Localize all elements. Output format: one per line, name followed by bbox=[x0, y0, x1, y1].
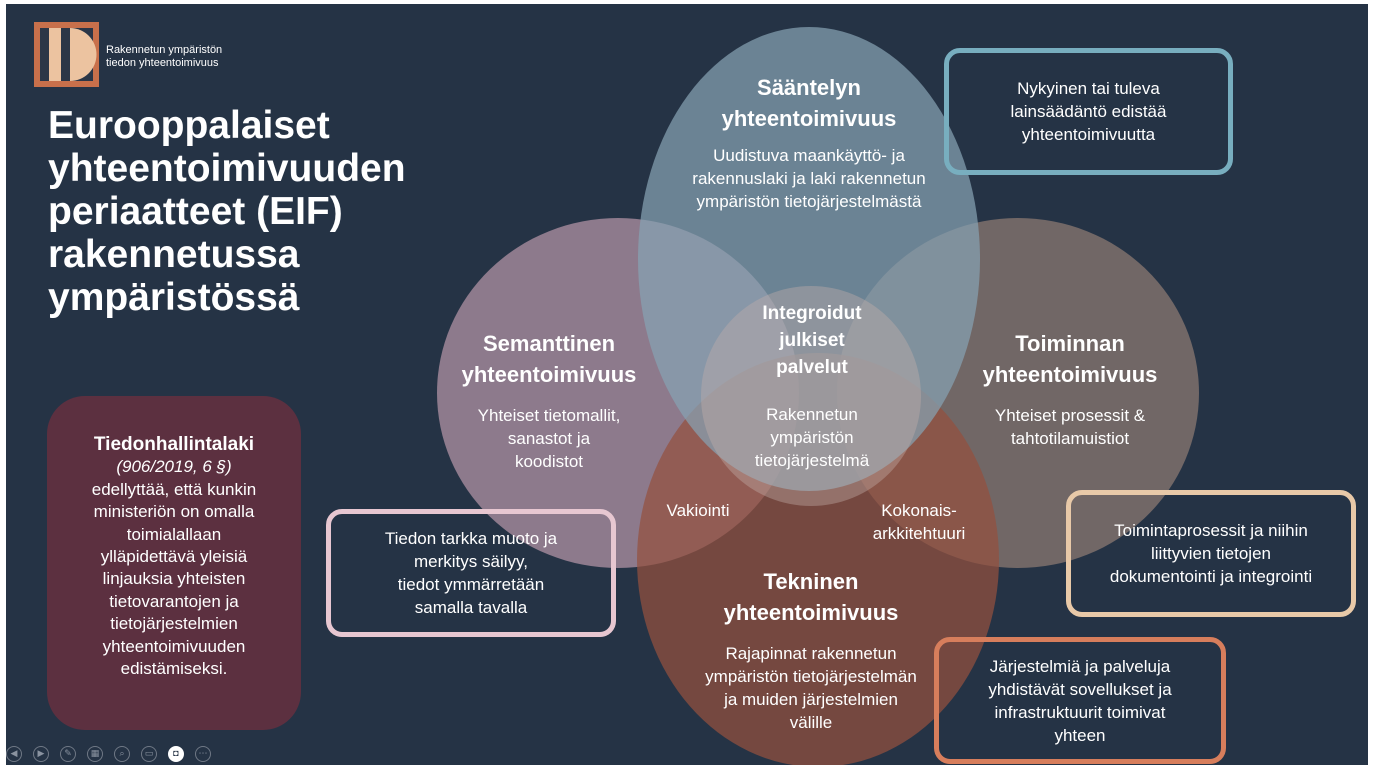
all-slides-icon[interactable]: ▦ bbox=[87, 746, 103, 762]
law-line: toimialallaan bbox=[126, 524, 222, 544]
logo-text: Rakennetun ympäristön tiedon yhteentoimi… bbox=[106, 44, 222, 70]
previous-slide-icon[interactable]: ◀ bbox=[6, 746, 22, 762]
logo-line-1: Rakennetun ympäristön bbox=[106, 44, 223, 56]
callout-line: samalla tavalla bbox=[414, 598, 528, 617]
organisational-callout: Toimintaprosessit ja niihin liittyvien t… bbox=[1066, 490, 1356, 617]
semantic-body: Yhteiset tietomallit, bbox=[477, 406, 621, 425]
regulation-body: Uudistuva maankäyttö- ja bbox=[713, 146, 905, 165]
title-line-5: ympäristössä bbox=[48, 276, 300, 319]
technical-body: ympäristön tietojärjestelmän bbox=[705, 667, 917, 686]
overlap-line: Kokonais- bbox=[881, 501, 957, 520]
regulation-callout: Nykyinen tai tuleva lainsäädäntö edistää… bbox=[944, 48, 1233, 175]
center-body: ympäristön bbox=[770, 428, 854, 447]
more-options-icon[interactable]: ⋯ bbox=[195, 746, 211, 762]
law-line: edellyttää, että kunkin bbox=[91, 479, 257, 499]
title-line-3: periaatteet (EIF) bbox=[48, 190, 343, 233]
overlap-standardisation: Vakiointi bbox=[666, 501, 730, 520]
callout-line: lainsäädäntö edistää bbox=[1010, 102, 1167, 121]
overlap-enterprise-architecture: Kokonais- arkkitehtuuri bbox=[873, 499, 966, 545]
law-line: tietovarantojen ja bbox=[109, 591, 239, 611]
presentation-toolbar: ◀ ▶ ✎ ▦ ⌕ ▭ ◘ ⋯ bbox=[6, 744, 226, 766]
callout-line: yhdistävät sovellukset ja bbox=[988, 679, 1172, 699]
semantic-title: yhteentoimivuus bbox=[461, 362, 637, 387]
center-body: tietojärjestelmä bbox=[754, 451, 870, 470]
venn-diagram bbox=[437, 27, 1199, 765]
law-line: ministeriön on omalla bbox=[93, 502, 255, 522]
subtitles-icon[interactable]: ▭ bbox=[141, 746, 157, 762]
technical-title: yhteentoimivuus bbox=[723, 600, 899, 625]
logo-icon bbox=[34, 22, 99, 87]
organisational-text: Toiminnan yhteentoimivuus Yhteiset prose… bbox=[983, 328, 1158, 450]
law-line: edistämiseksi. bbox=[120, 659, 228, 679]
center-text: Integroidut julkiset palvelut Rakennetun… bbox=[755, 300, 869, 472]
callout-line: infrastruktuurit toimivat bbox=[994, 702, 1166, 722]
callout-line: merkitys säilyy, bbox=[414, 552, 528, 571]
organisational-title: Toiminnan bbox=[1015, 331, 1125, 356]
law-box: Tiedonhallintalaki (906/2019, 6 §) edell… bbox=[47, 396, 301, 730]
title-line-1: Eurooppalaiset bbox=[48, 104, 330, 147]
technical-text: Tekninen yhteentoimivuus Rajapinnat rake… bbox=[705, 566, 917, 734]
callout-line: liittyvien tietojen bbox=[1150, 544, 1271, 563]
technical-body: välille bbox=[789, 713, 833, 732]
semantic-body: koodistot bbox=[514, 452, 584, 471]
camera-icon[interactable]: ◘ bbox=[168, 746, 184, 762]
law-reference: (906/2019, 6 §) bbox=[116, 457, 232, 477]
center-title: julkiset bbox=[779, 330, 845, 351]
regulation-title: yhteentoimivuus bbox=[721, 106, 897, 131]
semantic-body: sanastot ja bbox=[507, 429, 591, 448]
organisational-body: tahtotilamuistiot bbox=[1010, 429, 1130, 448]
semantic-callout: Tiedon tarkka muoto ja merkitys säilyy, … bbox=[326, 509, 616, 637]
callout-line: yhteentoimivuutta bbox=[1021, 125, 1156, 144]
regulation-body: ympäristön tietojärjestelmästä bbox=[696, 192, 922, 211]
logo-line-2: tiedon yhteentoimivuus bbox=[106, 57, 219, 69]
callout-line: yhteen bbox=[1054, 725, 1106, 745]
law-line: ylläpidettävä yleisiä bbox=[100, 547, 248, 567]
technical-body: ja muiden järjestelmien bbox=[724, 690, 898, 709]
callout-line: Nykyinen tai tuleva bbox=[1017, 79, 1160, 98]
center-body: Rakennetun bbox=[766, 405, 858, 424]
organisational-body: Yhteiset prosessit & bbox=[994, 406, 1146, 425]
regulation-body: rakennuslaki ja laki rakennetun bbox=[692, 169, 926, 188]
center-circle bbox=[701, 286, 921, 506]
technical-title: Tekninen bbox=[763, 569, 859, 594]
next-slide-icon[interactable]: ▶ bbox=[33, 746, 49, 762]
callout-line: dokumentointi ja integrointi bbox=[1109, 567, 1313, 586]
callout-line: Toimintaprosessit ja niihin bbox=[1114, 521, 1308, 540]
center-title: Integroidut bbox=[762, 303, 862, 324]
regulation-ellipse bbox=[638, 27, 980, 491]
semantic-title: Semanttinen bbox=[482, 331, 616, 356]
callout-line: Järjestelmiä ja palveluja bbox=[989, 656, 1171, 676]
center-title: palvelut bbox=[776, 357, 848, 378]
law-line: tietojärjestelmien bbox=[110, 614, 238, 634]
law-line: yhteentoimivuuden bbox=[102, 636, 246, 656]
title-line-2: yhteentoimivuuden bbox=[48, 147, 406, 190]
pen-icon[interactable]: ✎ bbox=[60, 746, 76, 762]
regulation-title: Sääntelyn bbox=[757, 75, 861, 100]
technical-callout: Järjestelmiä ja palveluja yhdistävät sov… bbox=[934, 637, 1226, 764]
technical-body: Rajapinnat rakennetun bbox=[725, 644, 897, 663]
regulation-text: Sääntelyn yhteentoimivuus Uudistuva maan… bbox=[692, 72, 925, 213]
callout-line: Tiedon tarkka muoto ja bbox=[384, 529, 558, 548]
law-title: Tiedonhallintalaki bbox=[93, 434, 255, 455]
overlap-line: arkkitehtuuri bbox=[872, 524, 966, 543]
zoom-icon[interactable]: ⌕ bbox=[114, 746, 130, 762]
semantic-text: Semanttinen yhteentoimivuus Yhteiset tie… bbox=[462, 328, 637, 473]
slide-title: Eurooppalaiset yhteentoimivuuden periaat… bbox=[48, 104, 406, 319]
law-line: linjauksia yhteisten bbox=[102, 569, 246, 589]
organisational-title: yhteentoimivuus bbox=[982, 362, 1158, 387]
title-line-4: rakennetussa bbox=[48, 233, 300, 276]
presentation-slide: Rakennetun ympäristön tiedon yhteentoimi… bbox=[6, 4, 1368, 765]
callout-line: tiedot ymmärretään bbox=[397, 575, 545, 594]
